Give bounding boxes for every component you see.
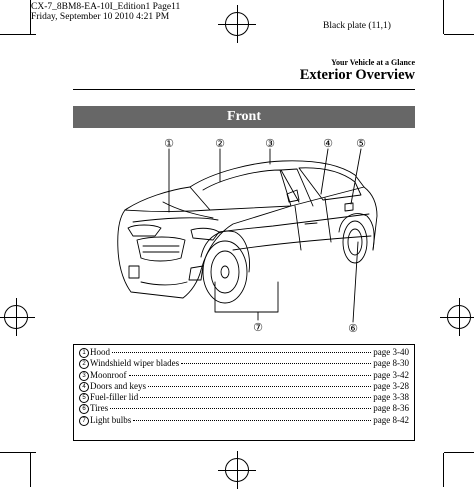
registration-mark-icon (440, 298, 474, 336)
callout-5: ⑤ (356, 138, 366, 150)
page-reference-link[interactable]: page 8-30 (373, 358, 409, 369)
dot-leader (181, 363, 372, 365)
registration-mark-icon (218, 451, 256, 489)
callout-6: ⑥ (348, 323, 358, 335)
callout-7: ⑦ (253, 322, 263, 334)
page-reference-link[interactable]: page 3-38 (373, 392, 409, 403)
index-number: 7 (79, 415, 89, 426)
index-label: Light bulbs (90, 414, 132, 425)
registration-mark-icon (0, 298, 35, 336)
section-label: Your Vehicle at a Glance (331, 58, 415, 67)
vehicle-front-illustration: ① ② ③ ④ ⑤ ⑥ ⑦ (117, 138, 378, 335)
page-reference-link[interactable]: page 3-28 (373, 380, 409, 391)
index-row: 1 Hood page 3-40 (79, 347, 409, 358)
index-row: 7 Light bulbs page 8-42 (79, 415, 409, 426)
plate-label: Black plate (11,1) (323, 21, 391, 31)
print-info-line1: CX-7_8BM8-EA-10I_Edition1 Page11 (31, 2, 181, 12)
index-label: Moonroof (90, 369, 127, 380)
crop-mark (444, 34, 474, 35)
dot-leader (148, 385, 372, 387)
crop-mark (0, 34, 36, 35)
index-number: 2 (79, 359, 89, 370)
crop-mark (444, 452, 474, 453)
index-row: 4 Doors and keys page 3-28 (79, 381, 409, 392)
print-info-line2: Friday, September 10 2010 4:21 PM (31, 12, 170, 22)
page-title: Exterior Overview (299, 67, 415, 83)
callout-4: ④ (323, 138, 333, 150)
callout-2: ② (215, 138, 225, 150)
view-label: Front (73, 106, 415, 128)
dot-leader (110, 408, 372, 410)
crop-mark (443, 453, 444, 487)
index-row: 6 Tires page 8-36 (79, 403, 409, 415)
dot-leader (128, 374, 372, 376)
callout-3: ③ (265, 138, 275, 150)
index-label: Doors and keys (90, 380, 146, 391)
crop-mark (30, 453, 31, 487)
title-rule (73, 89, 415, 90)
index-row: 3 Moonroof page 3-42 (79, 370, 409, 381)
dot-leader (133, 419, 372, 421)
crop-mark (443, 0, 444, 34)
index-row: 2 Windshield wiper blades page 8-30 (79, 358, 409, 370)
registration-mark-icon (218, 5, 256, 43)
dot-leader (112, 352, 372, 353)
index-number: 4 (79, 381, 89, 392)
crop-mark (0, 452, 36, 453)
index-label: Fuel-filler lid (90, 392, 139, 403)
page-reference-link[interactable]: page 8-42 (373, 414, 409, 425)
index-label: Hood (90, 347, 110, 357)
index-number: 5 (79, 393, 89, 404)
print-info: CX-7_8BM8-EA-10I_Edition1 Page11 Friday,… (31, 2, 180, 22)
page-reference-link[interactable]: page 8-36 (373, 403, 409, 414)
index-label: Tires (90, 403, 109, 414)
index-number: 1 (79, 348, 89, 358)
index-row: 5 Fuel-filler lid page 3-38 (79, 392, 409, 404)
index-label: Windshield wiper blades (90, 358, 180, 369)
dot-leader (140, 397, 372, 399)
index-number: 3 (79, 370, 89, 381)
parts-index: 1 Hood page 3-40 2 Windshield wiper blad… (73, 344, 415, 441)
crop-mark (30, 0, 31, 34)
page-reference-link[interactable]: page 3-40 (373, 347, 409, 357)
index-number: 6 (79, 404, 89, 415)
page-reference-link[interactable]: page 3-42 (373, 369, 409, 380)
callout-1: ① (164, 138, 174, 150)
